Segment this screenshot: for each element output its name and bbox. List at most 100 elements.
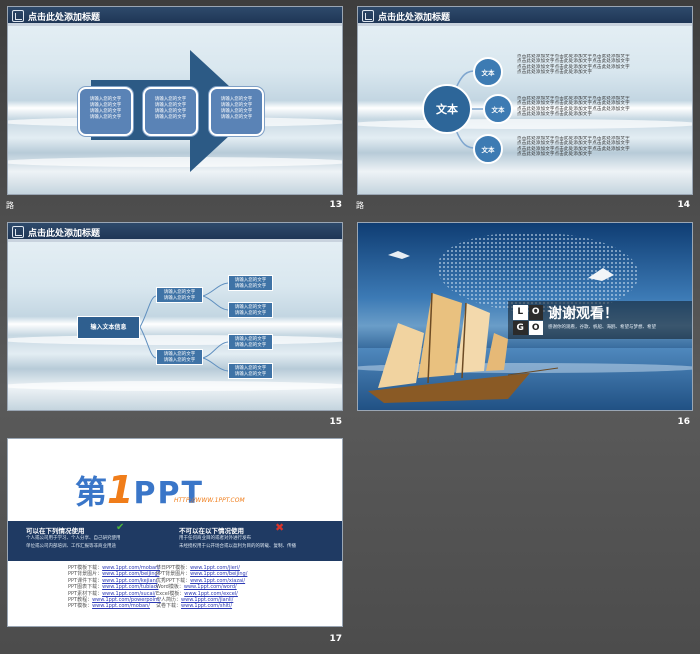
link-row[interactable]: 优秀PPT下载：www.1ppt.com/xiazai/ — [156, 578, 247, 584]
wave-foam — [8, 381, 342, 391]
book-icon — [12, 10, 24, 22]
link-label: PPT背景图片： — [156, 571, 191, 578]
link-url[interactable]: www.1ppt.com/kejian/ — [102, 577, 158, 584]
wave-foam — [358, 119, 692, 129]
link-url[interactable]: www.1ppt.com/jianli/ — [181, 597, 234, 604]
link-url[interactable]: www.1ppt.com/sucai/ — [102, 590, 156, 597]
slide-number-17: 17 — [329, 634, 342, 644]
corner-label: 路 — [356, 201, 364, 210]
node-circle-text: 文本 — [481, 69, 495, 77]
slide-15[interactable]: 点击此处添加标题 输入文本信息 请输入您的文字 请输入您的文字 请输入您的文字 … — [7, 222, 343, 411]
link-url[interactable]: www.1ppt.com/word/ — [183, 584, 237, 591]
cross-icon: ✖ — [275, 521, 285, 534]
wave-foam — [8, 157, 342, 167]
sailing-ship — [368, 251, 614, 403]
slide-14[interactable]: 点击此处添加标题 文本 文本 文本 文本 点击此处添加文字点击此处添加文字点击此… — [357, 6, 693, 195]
link-url[interactable]: www.1ppt.com/shiti/ — [181, 603, 233, 610]
link-row[interactable]: PPT模板下载：www.1ppt.com/moban/ — [68, 565, 161, 571]
slide-header: 点击此处添加标题 — [358, 7, 692, 26]
slide-number-16: 16 — [677, 417, 690, 427]
cannot-title: 不可以在以下情况使用 — [179, 527, 244, 535]
can-item: 单位或公司内部培训、工作汇报等非商业用途 — [26, 544, 116, 549]
paragraph-1: 点击此处添加文字点击此处添加文字点击此处添加文字点击此处添加文字点击此处添加文字… — [517, 54, 630, 76]
link-url[interactable]: www.1ppt.com/xiazai/ — [190, 577, 246, 584]
text-block-2: 请输入您的文字 请输入您的文字 请输入您的文字 请输入您的文字 — [143, 87, 198, 136]
cannot-item: 用于任何商业目的或者对外进行发布 — [179, 536, 251, 541]
link-row[interactable]: Word模板：www.1ppt.com/word/ — [156, 584, 247, 590]
thanks-headline: 谢谢观看！ — [548, 306, 618, 322]
paragraph-2: 点击此处添加文字点击此处添加文字点击此处添加文字点击此处添加文字点击此处添加文字… — [517, 96, 630, 118]
root-box-text: 输入文本信息 — [90, 324, 127, 331]
link-label: PPT课件下载： — [68, 577, 103, 584]
link-label: Excel模板： — [156, 590, 185, 597]
node-circle-2: 文本 — [483, 94, 513, 124]
slide-title: 点击此处添加标题 — [28, 13, 101, 23]
text-block-text: 请输入您的文字 请输入您的文字 请输入您的文字 请输入您的文字 — [154, 97, 187, 120]
text-block-text: 请输入您的文字 请输入您的文字 请输入您的文字 请输入您的文字 — [89, 97, 122, 120]
link-label: 节日PPT模板： — [156, 565, 191, 571]
slide-16[interactable]: L O G O 谢谢观看！ 感谢你的观看，谷歌、帆船、海鸥、希望与梦想、希望 — [357, 222, 693, 411]
brand-left: 第 — [75, 473, 108, 511]
text-block-3: 请输入您的文字 请输入您的文字 请输入您的文字 请输入您的文字 — [209, 87, 264, 136]
link-label: PPT素材下载： — [68, 590, 103, 597]
link-label: PPT教程： — [68, 597, 93, 604]
check-icon: ✔ — [116, 522, 125, 533]
node-circle-text: 文本 — [481, 146, 495, 154]
link-row[interactable]: PPT图表下载：www.1ppt.com/tubiao/ — [68, 584, 161, 590]
link-url[interactable]: www.1ppt.com/powerpoint/ — [92, 597, 161, 604]
leaf-box-4: 请输入您的文字 请输入您的文字 — [228, 363, 273, 379]
link-url[interactable]: www.1ppt.com/tubiao/ — [102, 584, 159, 591]
book-icon — [362, 10, 374, 22]
links-right: 节日PPT模板：www.1ppt.com/jieri/ PPT背景图片：www.… — [156, 565, 247, 610]
logo-letter: O — [528, 320, 543, 335]
link-row[interactable]: PPT背景图片：www.1ppt.com/beijing/ — [68, 571, 161, 577]
logo-letter: G — [513, 320, 528, 335]
slide-13[interactable]: 点击此处添加标题 请输入您的文字 请输入您的文字 请输入您的文字 请输入您的文字… — [7, 6, 343, 195]
root-box: 输入文本信息 — [77, 316, 140, 339]
link-row[interactable]: 个人简历：www.1ppt.com/jianli/ — [156, 597, 247, 603]
slide-header: 点击此处添加标题 — [8, 7, 342, 26]
link-row[interactable]: 试卷下载：www.1ppt.com/shiti/ — [156, 603, 247, 609]
text-block-text: 请输入您的文字 请输入您的文字 请输入您的文字 请输入您的文字 — [220, 97, 253, 120]
link-url[interactable]: www.1ppt.com/moban/ — [102, 565, 160, 571]
link-label: PPT图表下载： — [68, 584, 103, 591]
can-item: 个人或公司用于学习、个人分享、自己研究使用 — [26, 536, 121, 541]
link-label: 优秀PPT下载： — [156, 577, 191, 584]
brand-logo: 第1PPT — [75, 467, 204, 513]
text-block-1: 请输入您的文字 请输入您的文字 请输入您的文字 请输入您的文字 — [78, 87, 133, 136]
cannot-item: 未经授权用于公开场合或以盈利为目的的转载、复制、传播 — [179, 544, 296, 549]
link-label: PPT模板： — [68, 603, 93, 610]
link-row[interactable]: PPT模板：www.1ppt.com/moban/ — [68, 603, 161, 609]
center-circle-text: 文本 — [436, 103, 458, 116]
link-row[interactable]: 节日PPT模板：www.1ppt.com/jieri/ — [156, 565, 247, 571]
node-circle-1: 文本 — [473, 57, 503, 87]
brand-right: PPT — [133, 476, 204, 511]
sea-background — [358, 7, 692, 194]
link-url[interactable]: www.1ppt.com/excel/ — [184, 590, 238, 597]
mid-box-2: 请输入您的文字 请输入您的文字 — [156, 349, 203, 365]
wave-foam — [358, 363, 692, 373]
link-label: PPT背景图片： — [68, 571, 103, 578]
logo: L O G O — [513, 305, 543, 335]
link-label: 试卷下载： — [156, 603, 182, 610]
logo-letter: O — [528, 305, 543, 320]
link-row[interactable]: Excel模板：www.1ppt.com/excel/ — [156, 591, 247, 597]
slide-17[interactable]: 第1PPT HTTP://WWW.1PPT.COM 可以在下列情况使用 ✔ 个人… — [7, 438, 343, 627]
brand-url: HTTP://WWW.1PPT.COM — [174, 497, 245, 504]
link-row[interactable]: PPT教程：www.1ppt.com/powerpoint/ — [68, 597, 161, 603]
leaf-box-1: 请输入您的文字 请输入您的文字 — [228, 275, 273, 291]
link-row[interactable]: PPT背景图片：www.1ppt.com/beijing/ — [156, 571, 247, 577]
link-row[interactable]: PPT素材下载：www.1ppt.com/sucai/ — [68, 591, 161, 597]
link-url[interactable]: www.1ppt.com/beijing/ — [102, 571, 160, 578]
slide-title: 点击此处添加标题 — [378, 13, 451, 23]
link-label: 个人简历： — [156, 597, 182, 604]
link-url[interactable]: www.1ppt.com/jieri/ — [190, 565, 240, 571]
can-title: 可以在下列情况使用 — [26, 527, 85, 535]
center-circle: 文本 — [422, 84, 472, 134]
link-url[interactable]: www.1ppt.com/moban/ — [92, 603, 150, 610]
link-row[interactable]: PPT课件下载：www.1ppt.com/kejian/ — [68, 578, 161, 584]
slide-number-15: 15 — [329, 417, 342, 427]
node-circle-3: 文本 — [473, 134, 503, 164]
wave-foam — [8, 335, 342, 345]
link-url[interactable]: www.1ppt.com/beijing/ — [190, 571, 248, 578]
